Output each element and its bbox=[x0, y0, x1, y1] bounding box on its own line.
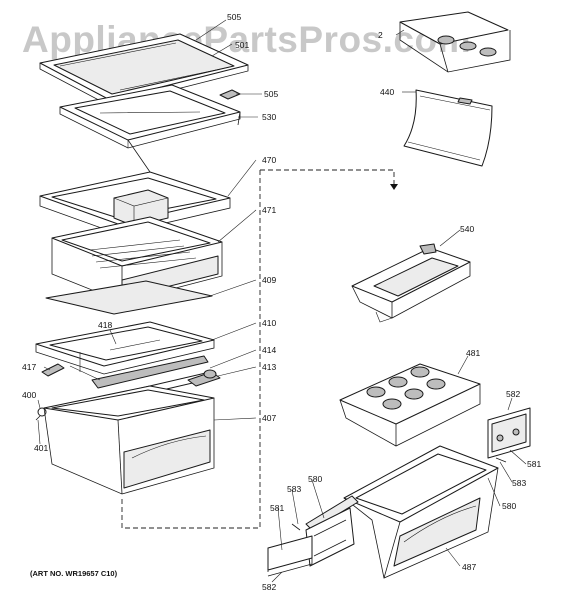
label-407: 407 bbox=[262, 413, 276, 423]
label-417: 417 bbox=[22, 362, 36, 372]
part-side-bracket-right bbox=[487, 407, 531, 459]
label-582-right: 582 bbox=[506, 389, 520, 399]
part-slide-tray bbox=[351, 243, 471, 323]
part-crisper-drawer bbox=[43, 385, 215, 495]
leader-lines bbox=[37, 19, 527, 583]
label-505-top: 505 bbox=[227, 12, 241, 22]
label-583-right: 583 bbox=[512, 478, 526, 488]
label-410: 410 bbox=[262, 318, 276, 328]
label-2: 2 bbox=[378, 30, 383, 40]
label-487: 487 bbox=[462, 562, 476, 572]
part-rail-left bbox=[305, 495, 359, 567]
assembly-guide-line bbox=[121, 169, 398, 529]
part-deli-drawer bbox=[343, 445, 499, 579]
callout-labels: 505 501 505 530 470 471 409 418 410 414 … bbox=[22, 12, 541, 592]
label-580-left: 580 bbox=[308, 474, 322, 484]
label-470: 470 bbox=[262, 155, 276, 165]
part-damper bbox=[41, 363, 65, 377]
part-egg-tray bbox=[339, 363, 481, 447]
label-481: 481 bbox=[466, 348, 480, 358]
part-glass-panel bbox=[45, 280, 213, 315]
label-413: 413 bbox=[262, 362, 276, 372]
label-409: 409 bbox=[262, 275, 276, 285]
label-471: 471 bbox=[262, 205, 276, 215]
label-581-left: 581 bbox=[270, 503, 284, 513]
label-582-left: 582 bbox=[262, 582, 276, 592]
label-401: 401 bbox=[34, 443, 48, 453]
part-curved-cover bbox=[403, 89, 493, 167]
label-400: 400 bbox=[22, 390, 36, 400]
label-583-left: 583 bbox=[287, 484, 301, 494]
label-580-right: 580 bbox=[502, 501, 516, 511]
part-screw-right bbox=[495, 457, 507, 463]
label-414: 414 bbox=[262, 345, 276, 355]
part-crisper-cover bbox=[35, 321, 215, 389]
part-shelf-frame bbox=[59, 84, 241, 173]
part-control-knob bbox=[187, 369, 221, 387]
label-418: 418 bbox=[98, 320, 112, 330]
label-440: 440 bbox=[380, 87, 394, 97]
label-501: 501 bbox=[235, 40, 249, 50]
label-540: 540 bbox=[460, 224, 474, 234]
label-505-clip: 505 bbox=[264, 89, 278, 99]
art-number-text: (ART NO. WR19657 C10) bbox=[30, 569, 118, 578]
label-530: 530 bbox=[262, 112, 276, 122]
part-shelf-clip bbox=[219, 89, 241, 100]
part-snack-pan bbox=[39, 171, 231, 235]
part-butter-bin bbox=[399, 11, 511, 73]
label-581-right: 581 bbox=[527, 459, 541, 469]
part-side-bracket-left bbox=[267, 535, 313, 577]
part-screw-left bbox=[291, 523, 301, 531]
